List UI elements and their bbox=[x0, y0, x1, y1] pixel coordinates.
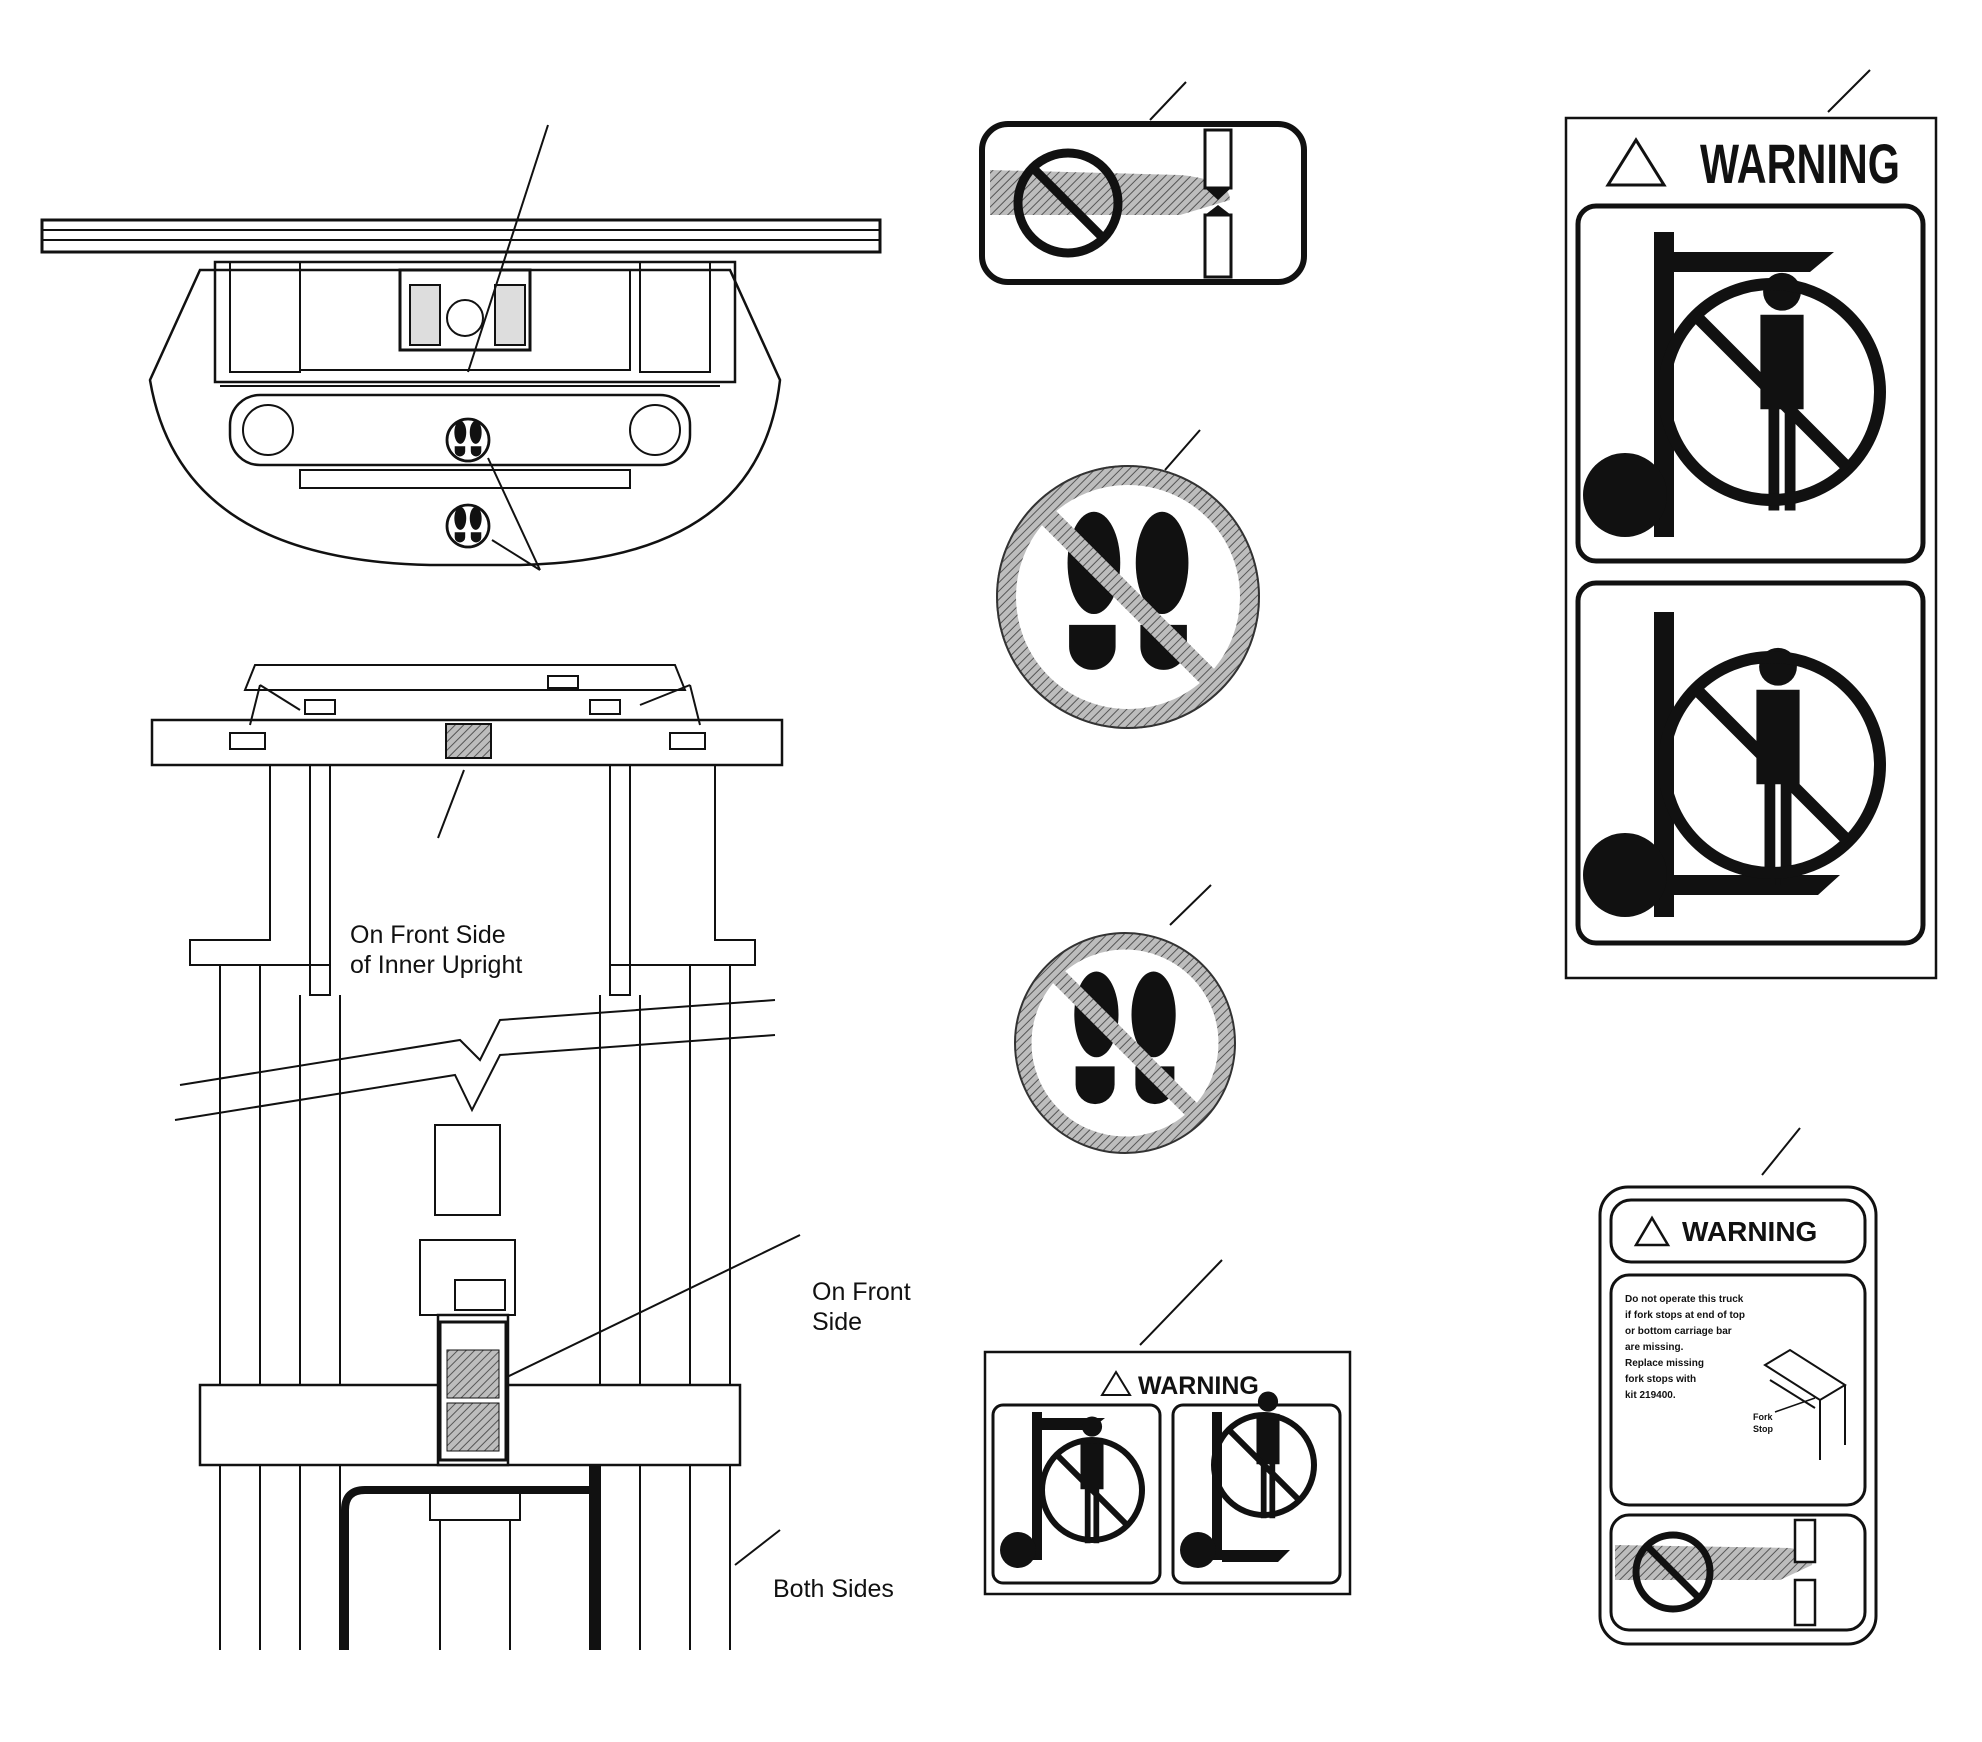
footprint-decal-location-lower bbox=[445, 503, 491, 549]
warning-triangle-icon bbox=[1633, 1215, 1671, 1247]
svg-text:On Front: On Front bbox=[812, 1278, 911, 1306]
svg-text:or bottom carriage bar: or bottom carriage bar bbox=[1625, 1326, 1732, 1337]
svg-text:Replace missing: Replace missing bbox=[1625, 1358, 1704, 1369]
prohibition-icon bbox=[1013, 148, 1123, 258]
warning-triangle-icon bbox=[1605, 137, 1667, 187]
svg-text:Fork: Fork bbox=[1753, 1412, 1773, 1422]
no-step-decal-small bbox=[1014, 884, 1236, 1154]
carriage-top-view bbox=[40, 218, 882, 567]
svg-text:WARNING: WARNING bbox=[1138, 1372, 1259, 1400]
mast-warning-decal-marker bbox=[438, 1320, 508, 1462]
svg-text:if fork stops at end of top: if fork stops at end of top bbox=[1625, 1310, 1745, 1321]
svg-text:kit 219400.: kit 219400. bbox=[1625, 1390, 1676, 1401]
svg-text:are missing.: are missing. bbox=[1625, 1342, 1684, 1353]
mast-leader-lines bbox=[249, 684, 801, 1566]
callout-both-sides: Both Sides bbox=[773, 1575, 894, 1603]
svg-text:Stop: Stop bbox=[1753, 1424, 1773, 1434]
tall-warning-decal: WARNING bbox=[1564, 69, 1938, 980]
small-warning-decal: WARNING bbox=[983, 1259, 1352, 1596]
mast-front-view bbox=[150, 664, 784, 1650]
callout-front-side-inner-upright: On Front Side of Inner Upright bbox=[350, 921, 522, 979]
top-view-leader-lines bbox=[467, 124, 549, 571]
carriage-small-decal-markers bbox=[229, 675, 706, 759]
svg-text:WARNING: WARNING bbox=[1700, 132, 1900, 195]
fork-stop-warning-decal: WARNING Do not operate this truck if for… bbox=[1598, 1127, 1878, 1646]
no-step-decal-large bbox=[996, 429, 1260, 729]
svg-text:On Front Side: On Front Side bbox=[350, 921, 506, 949]
warning-triangle-icon bbox=[1100, 1370, 1132, 1396]
svg-text:Side: Side bbox=[812, 1308, 862, 1336]
svg-text:fork stops with: fork stops with bbox=[1625, 1374, 1696, 1385]
prohibition-icon bbox=[1632, 1531, 1714, 1613]
footprint-decal-location-upper bbox=[445, 417, 491, 463]
svg-text:of Inner Upright: of Inner Upright bbox=[350, 951, 522, 979]
svg-text:Do not operate this truck: Do not operate this truck bbox=[1625, 1294, 1744, 1305]
svg-text:WARNING: WARNING bbox=[1682, 1216, 1817, 1247]
hand-pinch-decal bbox=[979, 81, 1307, 285]
callout-front-side: On Front Side bbox=[812, 1278, 911, 1336]
